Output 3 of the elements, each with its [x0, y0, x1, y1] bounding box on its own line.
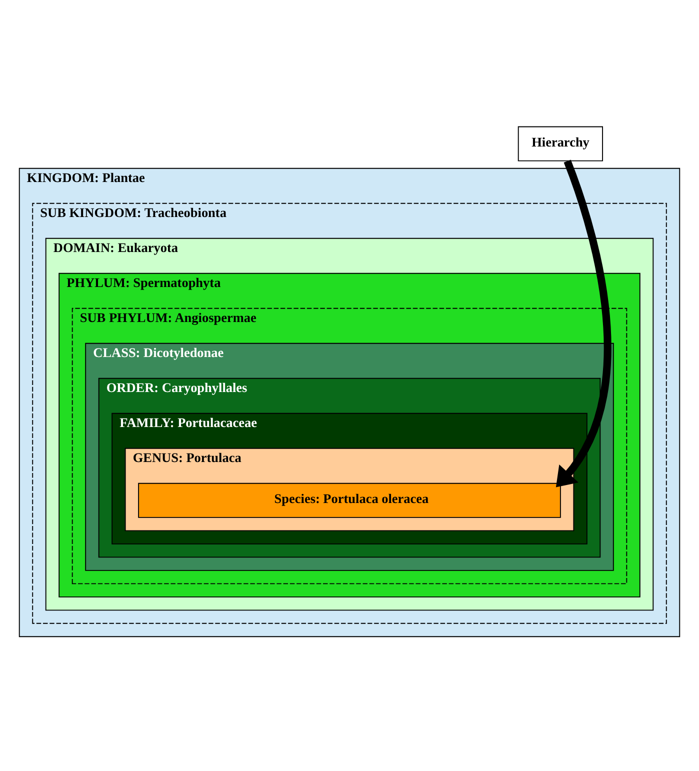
node-box: Hierarchy	[518, 126, 604, 162]
node-box: Species: Portulaca oleracea	[138, 482, 561, 518]
arrow	[556, 160, 612, 488]
